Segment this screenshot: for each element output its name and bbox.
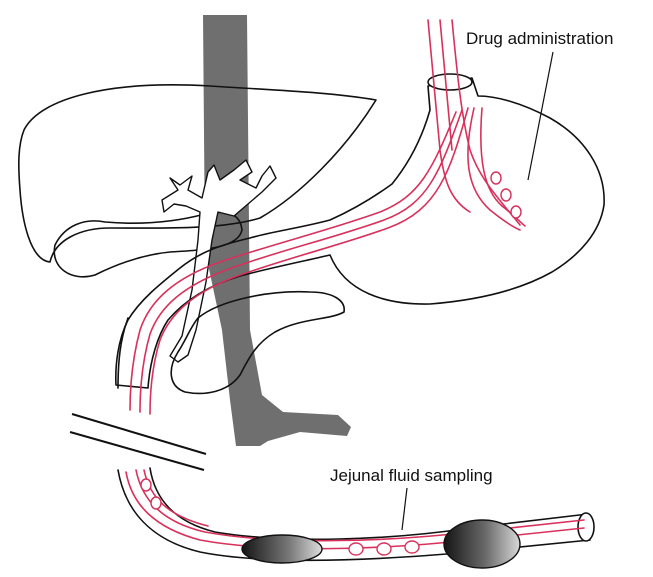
vena-cava (203, 15, 351, 446)
break-marks (70, 414, 206, 470)
liver (19, 85, 376, 262)
leader-lines (402, 52, 553, 530)
drug-administration-label: Drug administration (466, 29, 613, 48)
jejunal-fluid-sampling-label: Jejunal fluid sampling (330, 466, 493, 485)
balloon-right (444, 520, 520, 568)
duodenum (118, 318, 128, 388)
balloon-left (242, 535, 322, 563)
